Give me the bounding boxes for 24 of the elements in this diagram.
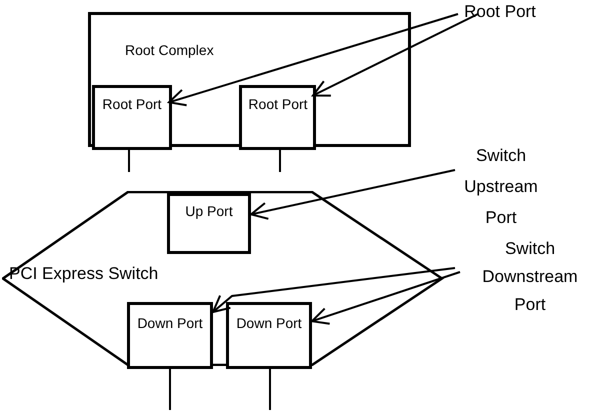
port-label: Down Port (235, 314, 303, 333)
connection-line (128, 147, 130, 172)
callout-label: Switch Upstream Port (463, 145, 539, 229)
callout-label: Root Port (463, 2, 537, 22)
port-label: Down Port (136, 314, 204, 333)
arrow (250, 169, 456, 220)
port-box (127, 302, 213, 369)
port-box (92, 85, 172, 150)
port-box (167, 193, 251, 254)
connection-line (169, 369, 171, 410)
arrow (311, 271, 460, 325)
connection-line (269, 369, 271, 410)
port-label: Root Port (101, 95, 163, 114)
callout-label: Switch Downstream Port (481, 238, 579, 316)
arrow (312, 13, 478, 97)
connection-line (279, 147, 281, 172)
arrow (212, 267, 456, 313)
root-complex-box (88, 12, 411, 147)
port-label: Root Port (247, 95, 309, 114)
arrow (168, 13, 458, 106)
port-label: Up Port (184, 202, 234, 221)
port-box (226, 302, 312, 369)
port-box (239, 85, 316, 150)
group-title: Root Complex (125, 41, 215, 59)
